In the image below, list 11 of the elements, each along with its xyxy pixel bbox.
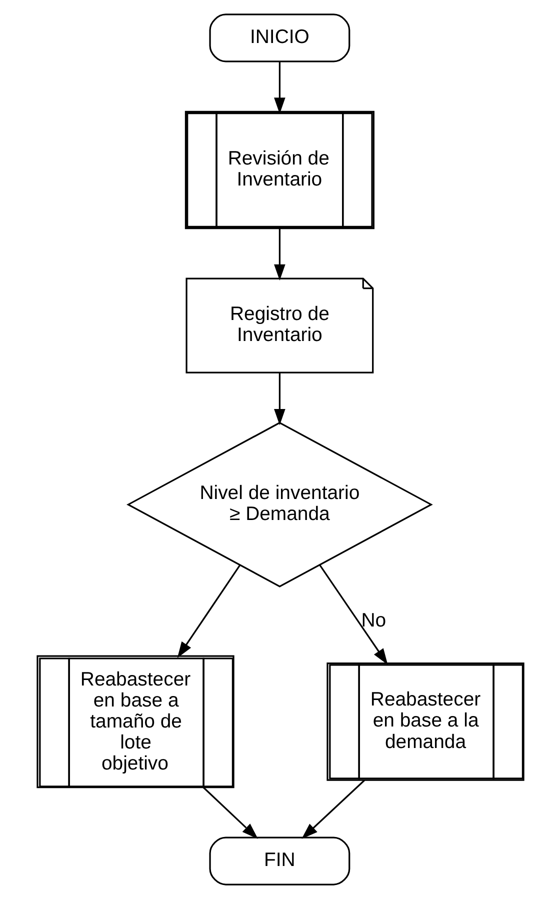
node-diamond: Nivel de inventario ≥ Demanda xyxy=(126,422,432,588)
arrow xyxy=(202,786,258,839)
arrow xyxy=(176,564,240,658)
node-box: FIN xyxy=(208,836,350,886)
node-box: INICIO xyxy=(208,14,350,62)
arrow xyxy=(274,62,285,114)
arrow xyxy=(301,780,365,839)
arrow xyxy=(274,372,285,426)
arrow xyxy=(274,228,285,281)
arrow xyxy=(318,564,388,665)
edge-label: No xyxy=(360,609,386,632)
